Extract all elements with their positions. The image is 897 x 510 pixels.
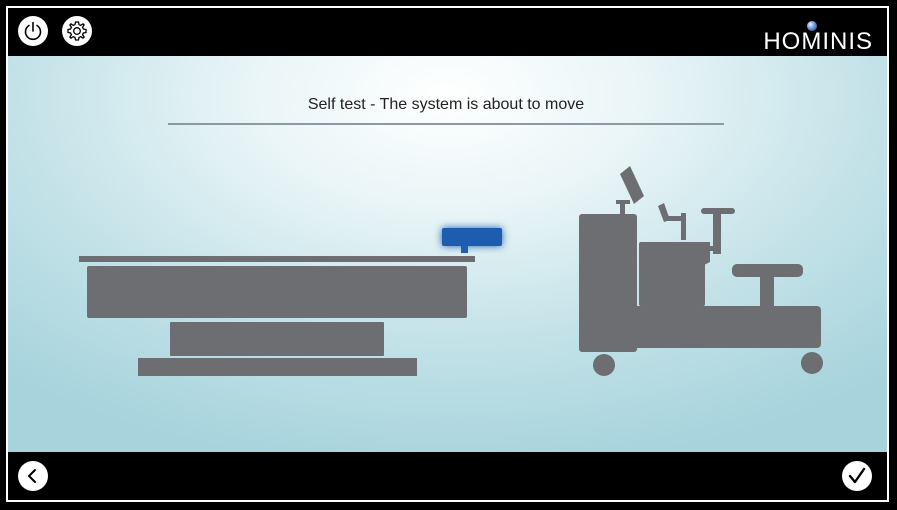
system-illustration bbox=[79, 166, 823, 376]
robotic-unit bbox=[579, 166, 823, 376]
power-icon bbox=[24, 21, 42, 41]
moving-probe bbox=[414, 228, 576, 253]
logo-dot bbox=[807, 21, 817, 31]
title-divider bbox=[168, 123, 724, 125]
power-button[interactable] bbox=[18, 16, 48, 46]
chevron-left-icon bbox=[28, 469, 36, 483]
back-button[interactable] bbox=[18, 461, 48, 491]
checkmark-icon bbox=[848, 467, 866, 484]
gear-icon bbox=[67, 21, 87, 41]
hominis-logo: HOMINIS bbox=[745, 21, 873, 56]
page-title: Self test - The system is about to move bbox=[307, 96, 585, 113]
treatment-table bbox=[79, 256, 475, 376]
settings-button[interactable] bbox=[62, 16, 92, 46]
main-panel: Self test - The system is about to move bbox=[8, 56, 887, 452]
top-bar: HOMINIS bbox=[8, 8, 887, 56]
confirm-button[interactable] bbox=[842, 461, 872, 491]
bottom-bar bbox=[8, 452, 887, 500]
brand-name: HOMINIS bbox=[763, 28, 873, 55]
